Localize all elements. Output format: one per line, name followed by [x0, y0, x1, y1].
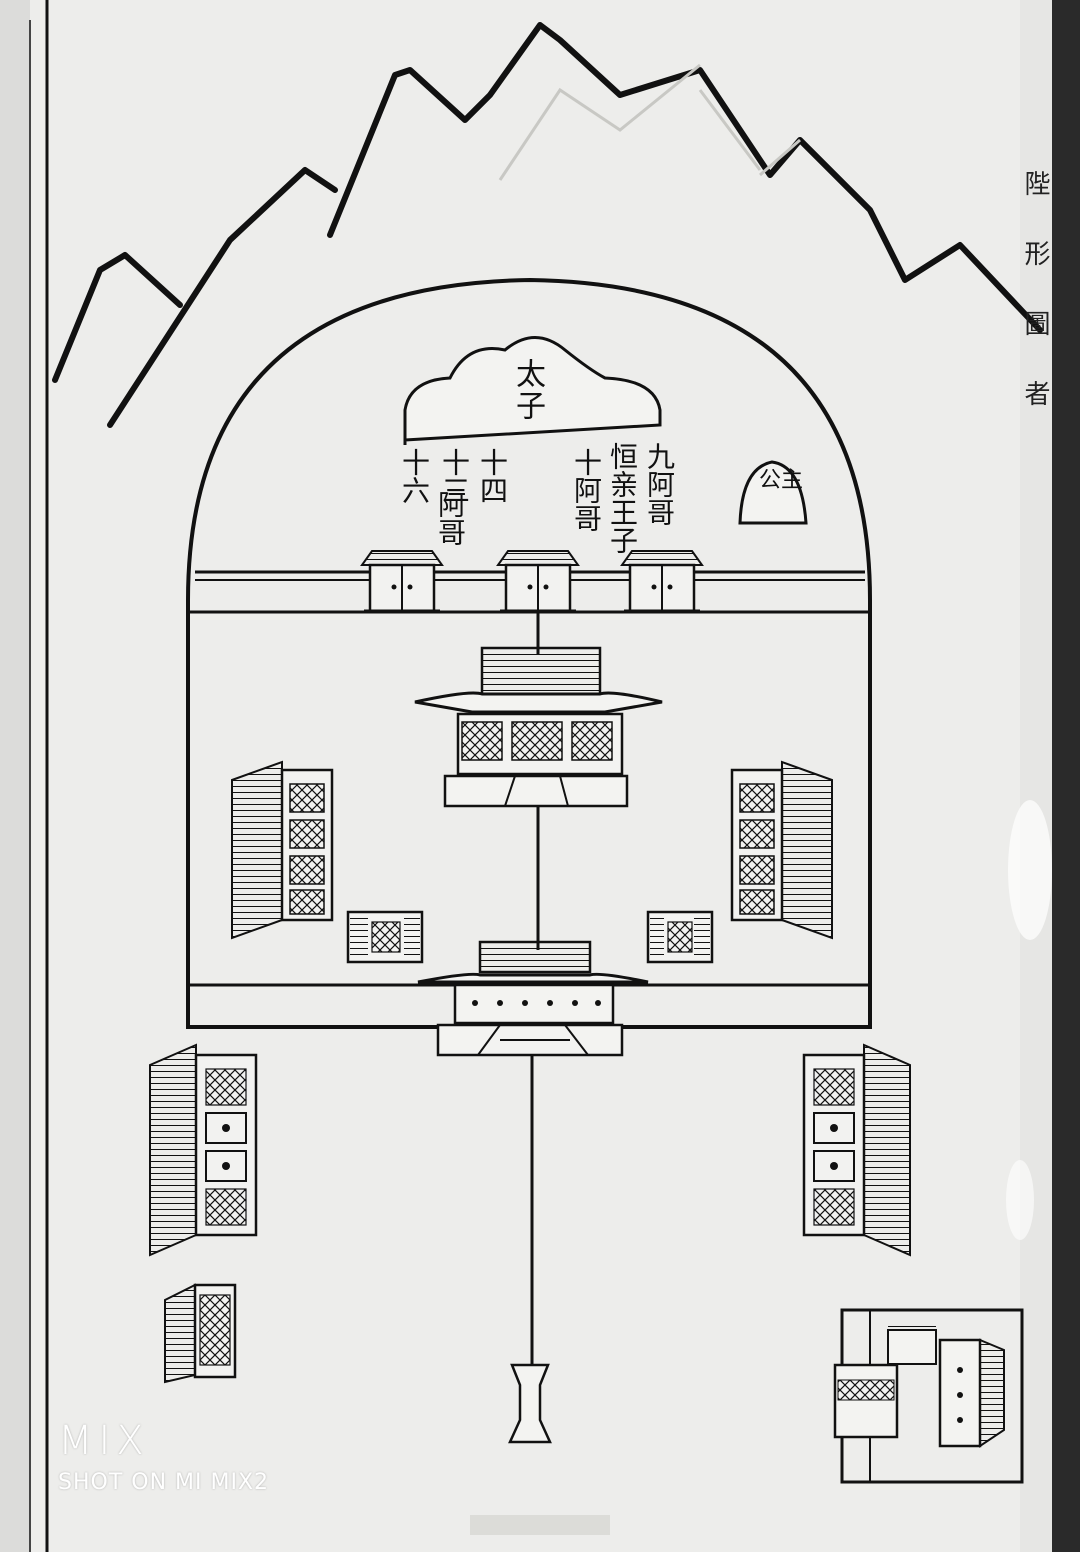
main-hall [414, 646, 663, 808]
prince-label-13: 十三 [438, 448, 471, 504]
prince-label-9: 九阿哥 [643, 442, 676, 526]
watermark-caption: SHOT ON MI MIX2 [58, 1470, 270, 1495]
prince-label-16: 十六 [398, 448, 431, 504]
prince-label-title: 阿哥 [434, 490, 467, 546]
outer-building-small [164, 1283, 237, 1384]
crown-prince-label: 太子 [510, 358, 545, 422]
margin-char-2: 形 [1020, 240, 1050, 266]
small-pavilion-right [646, 910, 714, 964]
prince-label-10: 十阿哥 [570, 448, 603, 532]
prince-label-14: 十四 [476, 448, 509, 504]
margin-char-1: 陛 [1020, 170, 1050, 196]
princess-label: 公主 [759, 468, 804, 493]
watermark-logo: MIX [58, 1418, 150, 1464]
margin-char-3: 圖 [1020, 310, 1050, 336]
small-pavilion-left [346, 910, 424, 964]
margin-char-4: 者 [1020, 380, 1050, 406]
prince-label-heng: 恒亲王子 [606, 442, 639, 554]
lower-right-compound [833, 1308, 1024, 1484]
front-gate-hall [417, 940, 649, 1057]
